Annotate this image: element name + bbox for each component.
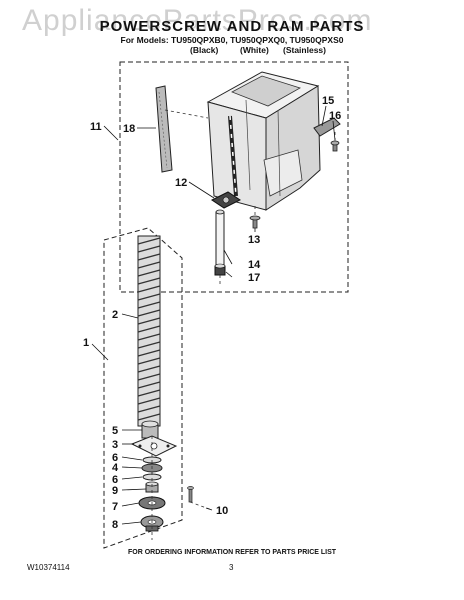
coupling-part: [141, 420, 159, 439]
ram-rod-part: [215, 209, 225, 267]
variant-stainless: (Stainless): [283, 45, 326, 55]
callout-18: 18: [123, 123, 135, 135]
watermark-text: AppliancePartsPros.com: [22, 4, 373, 37]
bolt-part: [187, 486, 194, 503]
callout-7: 7: [112, 501, 118, 513]
callout-6a: 6: [112, 452, 118, 464]
screw-part-16: [330, 140, 340, 152]
gasket-strip-part: [155, 85, 173, 173]
variant-black: (Black): [190, 45, 219, 55]
screw-part-13: [249, 215, 261, 229]
page-title: POWERSCREW AND RAM PARTS: [99, 18, 365, 35]
ram-nut-part: [211, 191, 241, 209]
document-id: W10374114: [27, 563, 70, 572]
callout-13: 13: [248, 234, 260, 246]
model-list: For Models: TU950QPXB0, TU950QPXQ0, TU95…: [120, 35, 344, 45]
callout-14: 14: [248, 259, 261, 271]
callout-16: 16: [329, 110, 341, 122]
callout-12: 12: [175, 177, 187, 189]
ram-assembly-boundary: [119, 61, 349, 293]
variant-white: (White): [240, 45, 269, 55]
callout-2: 2: [112, 309, 118, 321]
powerscrew-part: [137, 235, 161, 427]
callout-8: 8: [112, 519, 118, 531]
callout-5: 5: [112, 425, 118, 437]
callout-11: 11: [90, 121, 102, 133]
page-number: 3: [229, 563, 234, 572]
mounting-plate-part: [130, 435, 178, 457]
ram-box-part: [206, 71, 321, 211]
callout-17: 17: [248, 272, 260, 284]
callout-1: 1: [83, 337, 89, 349]
rod-tip-part: [214, 263, 226, 276]
ordering-note: FOR ORDERING INFORMATION REFER TO PARTS …: [127, 549, 337, 556]
callout-4: 4: [112, 462, 119, 474]
callout-9: 9: [112, 485, 118, 497]
callout-3: 3: [112, 439, 118, 451]
callout-15: 15: [322, 95, 334, 107]
callout-6b: 6: [112, 474, 118, 486]
callout-10: 10: [216, 505, 228, 517]
